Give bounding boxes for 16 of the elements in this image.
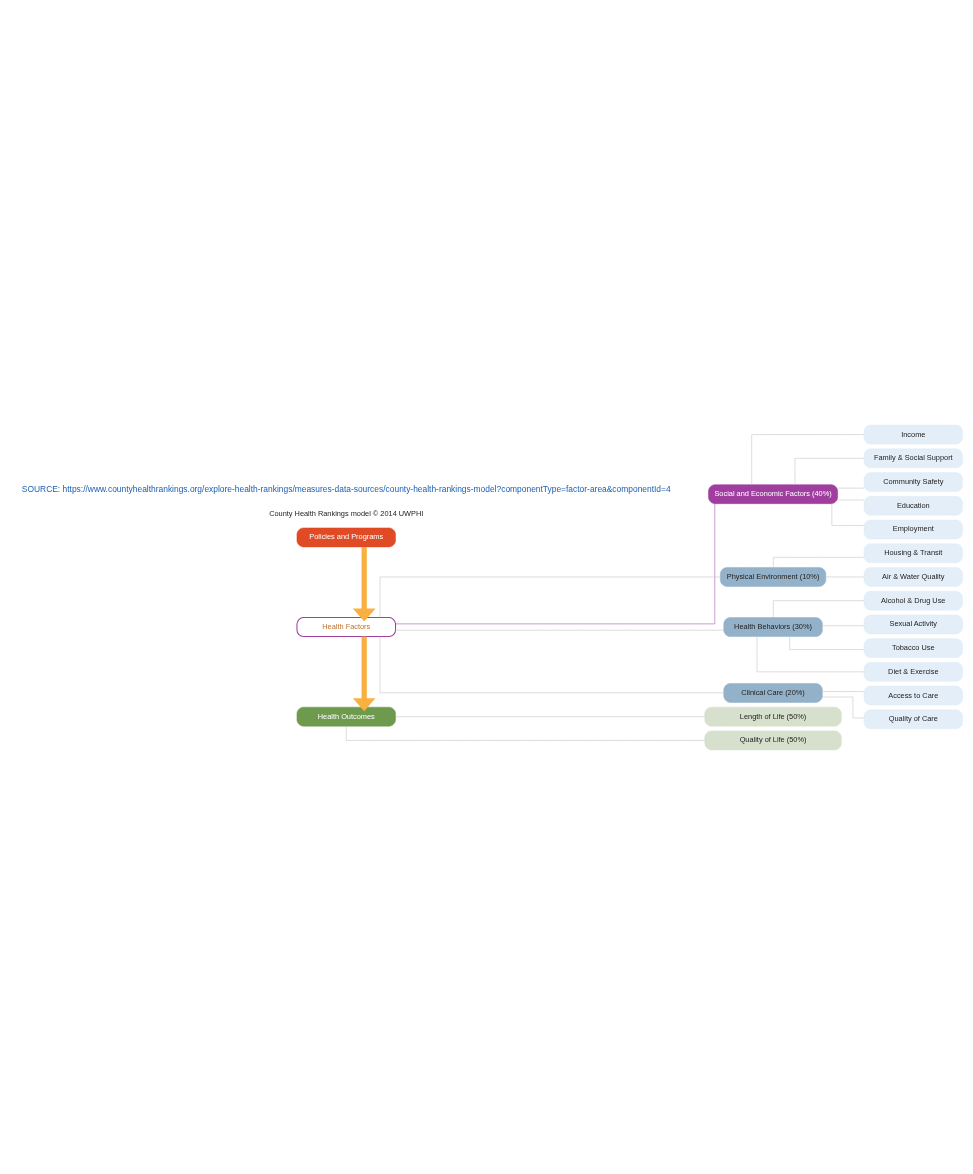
- connector: [831, 503, 865, 526]
- arrow: [352, 636, 376, 711]
- connector: [773, 556, 865, 568]
- connector: [794, 457, 865, 485]
- connector: [756, 635, 865, 672]
- arrow: [352, 546, 376, 622]
- connector: [395, 502, 716, 624]
- connector: [789, 635, 865, 650]
- connector: [346, 725, 705, 741]
- connector: [379, 576, 721, 618]
- label: SOURCE: https://www.countyhealthrankings.org/explore-health-rankings/measures-data-sources/county-health-rankings-model?componentType=factor-area&componentId=4: [21, 483, 671, 494]
- connector: [751, 433, 865, 485]
- connector: [822, 690, 865, 692]
- connector: [822, 696, 865, 718]
- connector: [773, 599, 865, 618]
- connector: [379, 635, 724, 693]
